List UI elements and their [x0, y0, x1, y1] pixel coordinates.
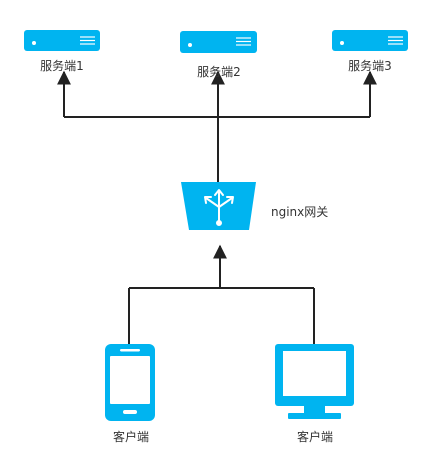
server-label-1: 服务端1 [40, 58, 84, 73]
server-node-2: 服务端2 [180, 31, 257, 79]
client-label-monitor: 客户端 [297, 429, 333, 444]
gateway-node: nginx网关 [181, 182, 328, 230]
mobile-phone-icon [105, 344, 155, 421]
server-icon [24, 30, 100, 51]
gateway-label: nginx网关 [271, 205, 328, 219]
clients-to-gateway-connector [128, 244, 315, 344]
server-icon [180, 31, 257, 53]
server-node-1: 服务端1 [24, 30, 100, 73]
desktop-monitor-icon [275, 344, 354, 419]
server-label-3: 服务端3 [348, 58, 392, 73]
gateway-to-servers-connector [57, 70, 377, 182]
client-node-phone: 客户端 [105, 344, 155, 444]
client-label-phone: 客户端 [113, 429, 149, 444]
gateway-router-icon [181, 182, 256, 230]
server-label-2: 服务端2 [197, 64, 241, 79]
server-icon [332, 30, 408, 51]
server-node-3: 服务端3 [332, 30, 408, 73]
client-node-monitor: 客户端 [275, 344, 354, 444]
